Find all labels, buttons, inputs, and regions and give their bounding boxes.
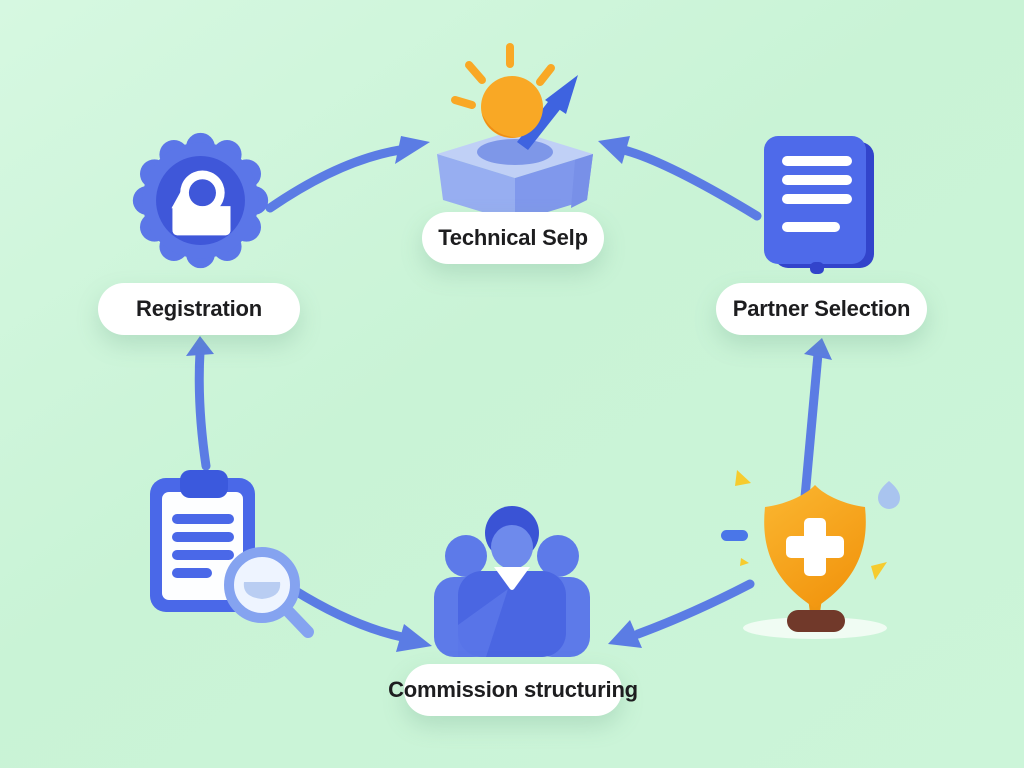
arrow-shield-to-partner-selection [799, 349, 823, 513]
arrowhead-icon [396, 624, 432, 652]
confetti-spark-icon [871, 562, 887, 580]
document-icon [764, 136, 874, 274]
clipboard-clip [180, 470, 228, 498]
confetti-dash-icon [721, 530, 748, 541]
confetti-drop-icon [878, 481, 900, 509]
lens-detail [243, 582, 281, 599]
growth-box-icon [437, 43, 593, 222]
step-label-commission-structuring: Commission structuring [388, 664, 638, 716]
step-label-text: Technical Selp [438, 225, 588, 250]
trophy-base [787, 610, 845, 632]
step-label-technical-setup: Technical Selp [422, 212, 604, 264]
team-icon [434, 506, 590, 657]
clipboard-search-icon [150, 470, 314, 638]
step-label-text: Partner Selection [732, 296, 911, 321]
shield-cross-icon [786, 518, 844, 576]
user-badge-icon [132, 132, 269, 269]
arrow-clipboard-to-registration [194, 347, 211, 471]
growth-arrow [517, 75, 578, 150]
sun-sphere [481, 76, 543, 138]
document-lines [782, 156, 852, 232]
confetti-triangle-icon [735, 470, 751, 486]
box-edge [571, 154, 593, 208]
arrow-document-to-box [619, 145, 762, 221]
magnifier-handle [280, 603, 314, 638]
center-person-face [491, 525, 533, 569]
box-front-left [437, 154, 515, 222]
body-highlight [458, 589, 508, 657]
arrowhead-icon [608, 620, 642, 648]
step-label-partner-selection: Partner Selection [716, 283, 927, 335]
step-label-text: Registration [136, 296, 262, 321]
box-opening [477, 139, 553, 165]
collar [494, 567, 530, 590]
sun-shading [482, 114, 518, 138]
clipboard-lines [172, 514, 234, 578]
arrowhead-icon [395, 136, 430, 164]
sun-rays [451, 43, 555, 109]
document-tab [810, 262, 824, 274]
shield-trophy-icon [721, 470, 900, 639]
arrowhead-icon [598, 136, 630, 164]
person-head-cutout [188, 179, 216, 207]
step-label-registration: Registration [98, 283, 300, 335]
confetti [721, 470, 900, 580]
arrowhead-icon [186, 336, 214, 356]
arrow-badge-to-box [265, 145, 405, 213]
arrow-shield-to-team [633, 579, 755, 639]
arrow-clipboard-to-team [289, 585, 407, 642]
step-label-text: Commission structuring [388, 677, 638, 702]
arrowhead-icon [804, 338, 832, 360]
confetti-tick-icon [740, 558, 749, 566]
box-front-right [515, 154, 593, 222]
